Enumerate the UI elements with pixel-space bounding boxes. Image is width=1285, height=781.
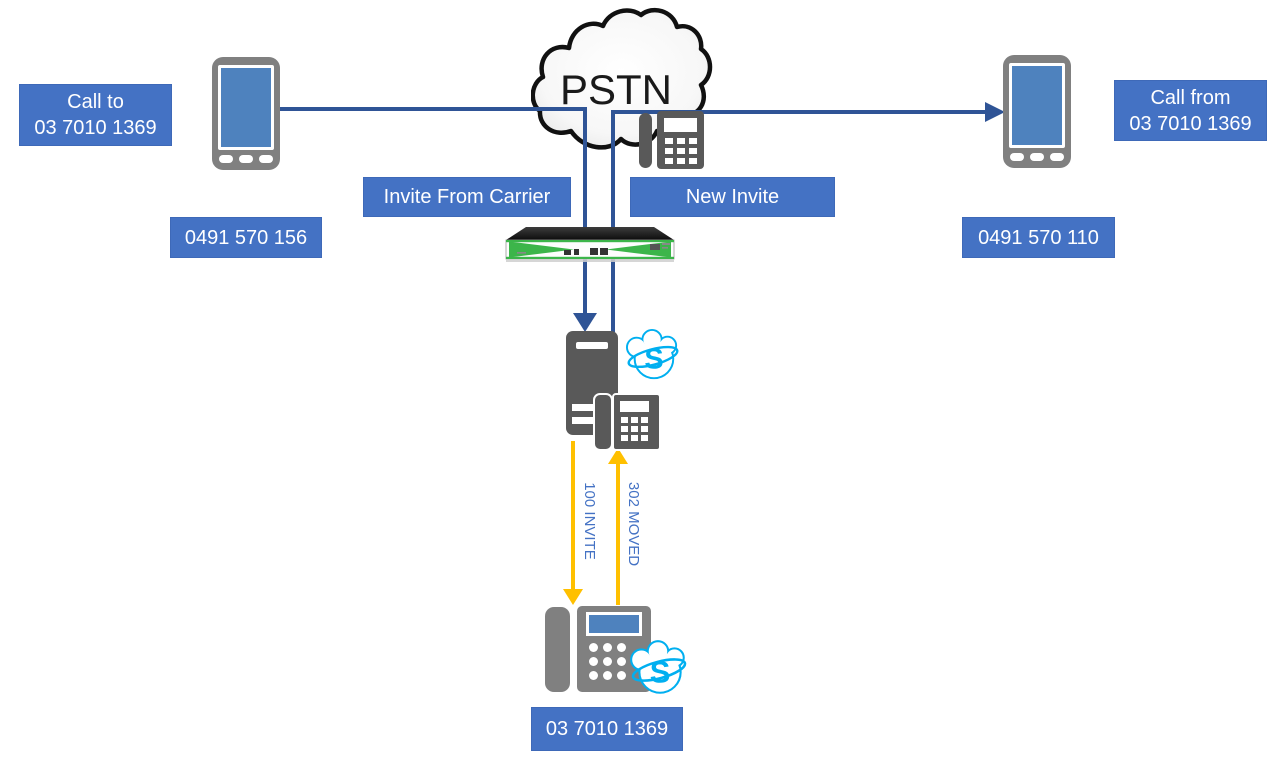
new-invite-text: New Invite [685, 186, 780, 208]
callee-smartphone-icon [1003, 55, 1071, 168]
smartphone-buttons [1003, 153, 1071, 161]
call-from-line2: 03 7010 1369 [1129, 112, 1252, 135]
caller-smartphone-icon [212, 57, 280, 170]
smartphone-screen [1009, 63, 1065, 148]
deskphone-screen [664, 118, 697, 132]
invite-from-carrier-connector [280, 107, 586, 111]
new-invite-connector-rise [611, 110, 615, 332]
server-vent [572, 417, 595, 424]
deskphone-screen [586, 612, 642, 636]
new-invite-label: New Invite [630, 177, 835, 217]
pstn-label: PSTN [560, 66, 672, 113]
deskphone-keypad [665, 138, 697, 164]
call-to-line2: 03 7010 1369 [34, 117, 157, 139]
sbc-gateway-icon [505, 227, 675, 262]
invite-from-carrier-text: Invite From Carrier [383, 186, 551, 208]
handset-icon [545, 607, 570, 692]
handset-icon [639, 113, 652, 168]
skype-logo-icon: S [630, 640, 687, 694]
invite-arrowhead-icon [573, 313, 597, 332]
smartphone-screen [218, 65, 274, 150]
new-invite-connector [611, 110, 985, 114]
call-from-label: Call from 03 7010 1369 [1114, 80, 1267, 141]
deskphone-keypad [589, 643, 626, 680]
service-number-text: 03 7010 1369 [545, 718, 669, 740]
call-from-line1: Call from [1150, 86, 1231, 109]
invite-from-carrier-connector-drop [583, 107, 587, 313]
caller-number-label: 0491 570 156 [170, 217, 322, 258]
server-deskphone-icon [593, 391, 661, 451]
server-vent [572, 404, 595, 411]
server-drive-slot [576, 342, 608, 349]
sip-invite-label: 100 INVITE [581, 482, 598, 560]
sip-moved-arrow [616, 464, 620, 605]
skype-deskphone-icon [545, 606, 655, 693]
deskphone-body [612, 393, 661, 451]
deskphone-keypad [621, 417, 648, 441]
new-invite-arrowhead-icon [985, 102, 1005, 122]
callee-number-label: 0491 570 110 [962, 217, 1115, 258]
svg-text:S: S [644, 344, 663, 376]
invite-from-carrier-label: Invite From Carrier [363, 177, 571, 217]
sip-invite-arrow [571, 441, 575, 590]
handset-icon [593, 393, 613, 451]
caller-number-text: 0491 570 156 [184, 226, 308, 249]
call-to-label: Call to 03 7010 1369 [19, 84, 172, 146]
deskphone-screen [620, 401, 649, 412]
sip-moved-label: 302 MOVED [625, 481, 642, 567]
sip-moved-arrowhead-icon [608, 448, 628, 464]
call-to-line1: Call to [67, 91, 124, 113]
service-number-label: 03 7010 1369 [531, 707, 683, 751]
skype-logo-icon: S [625, 329, 679, 380]
callee-number-text: 0491 570 110 [978, 226, 1099, 249]
carrier-deskphone-icon [637, 106, 705, 170]
sip-invite-arrowhead-icon [563, 589, 583, 605]
smartphone-buttons [212, 155, 280, 163]
svg-text:S: S [650, 654, 671, 689]
deskphone-body [657, 111, 704, 169]
